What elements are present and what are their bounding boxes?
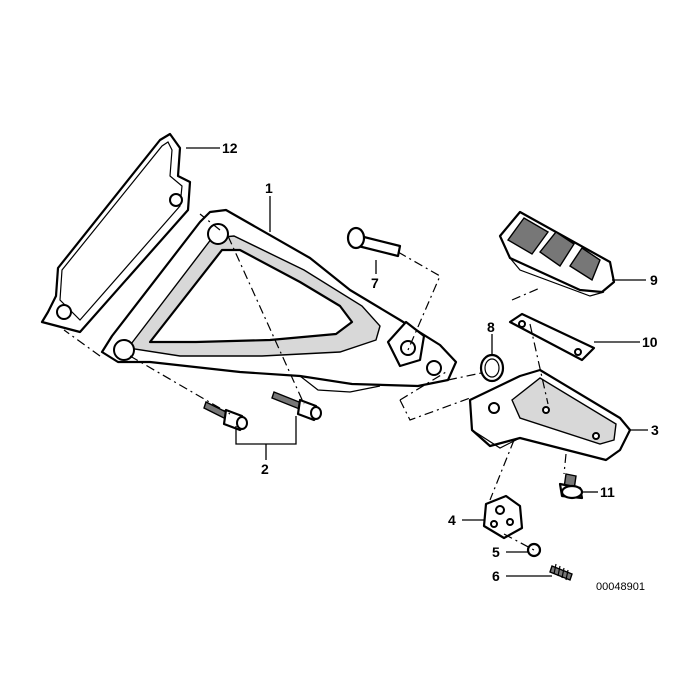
callout-5: 5 xyxy=(492,544,500,560)
callout-3: 3 xyxy=(651,422,659,438)
callout-9: 9 xyxy=(650,272,658,288)
footrest-bracket-1 xyxy=(100,208,458,393)
detent-plate-4 xyxy=(482,494,524,540)
circlip-8 xyxy=(479,353,505,383)
footrest-3 xyxy=(468,368,632,462)
plate-10 xyxy=(508,312,596,362)
callout-12: 12 xyxy=(222,140,238,156)
callout-6: 6 xyxy=(492,568,500,584)
callout-7: 7 xyxy=(371,275,379,291)
screw-11 xyxy=(558,473,584,500)
callout-4: 4 xyxy=(448,512,456,528)
rubber-pad-9 xyxy=(498,210,616,297)
pin-7 xyxy=(346,226,402,258)
callout-labels: 12 1 2 7 8 9 10 3 11 4 5 6 00048901 xyxy=(222,140,659,593)
callout-2: 2 xyxy=(261,461,269,477)
leader-lines xyxy=(186,147,648,577)
gasket-12 xyxy=(40,132,192,334)
assembly-lines xyxy=(63,213,567,551)
callout-11: 11 xyxy=(600,484,615,500)
bolt-2b xyxy=(271,391,322,422)
spring-6 xyxy=(549,563,573,581)
callout-10: 10 xyxy=(642,334,658,350)
callout-1: 1 xyxy=(265,180,273,196)
document-number: 00048901 xyxy=(596,581,645,593)
bolt-2a xyxy=(203,401,248,432)
callout-8: 8 xyxy=(487,319,495,335)
